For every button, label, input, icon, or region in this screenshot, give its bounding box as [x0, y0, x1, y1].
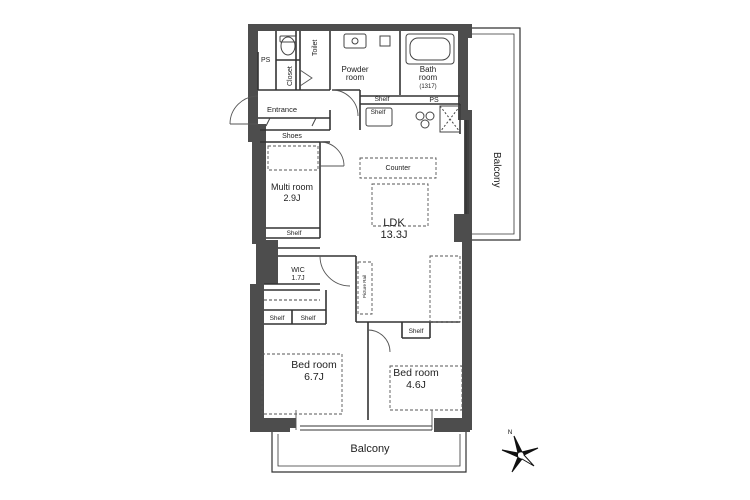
label-shelf-bed1-a: Shelf	[270, 315, 285, 322]
label-ps-top: PS	[261, 57, 271, 64]
label-ldk-2: 13.3J	[381, 229, 408, 241]
label-shelf-multi: Shelf	[287, 230, 302, 237]
label-multi-1: Multi room	[271, 182, 313, 192]
label-entrance: Entrance	[267, 105, 297, 114]
label-bed1-2: 6.7J	[304, 371, 324, 383]
label-powder-2: room	[346, 73, 365, 82]
label-bath-1: Bath	[420, 65, 436, 74]
label-shelf-bed2: Shelf	[409, 328, 424, 335]
label-bed2-1: Bed room	[393, 367, 439, 379]
label-counter: Counter	[386, 165, 412, 172]
label-shelf-kitchen: Shelf	[371, 109, 386, 116]
label-bed1-1: Bed room	[291, 359, 337, 371]
label-balcony-right: Balcony	[491, 152, 502, 188]
dashed-furniture	[261, 145, 463, 415]
door-swings	[229, 69, 433, 430]
compass-icon: N	[501, 430, 539, 473]
label-shelf-bed1-b: Shelf	[301, 315, 316, 322]
label-balcony-bottom: Balcony	[350, 443, 390, 455]
fixtures	[264, 33, 461, 301]
label-wic-1: WIC	[291, 267, 305, 274]
label-bed2-2: 4.6J	[406, 379, 426, 391]
label-multi-2: 2.9J	[283, 193, 300, 203]
label-closet: Closet	[287, 66, 294, 86]
label-powder-1: Powder	[341, 65, 368, 74]
balcony-bottom-outline	[271, 432, 467, 473]
label-toilet: Toilet	[312, 40, 319, 56]
label-ldk-1: LDK	[383, 217, 405, 229]
label-bath-2: room	[419, 73, 438, 82]
label-bath-3: (1317)	[419, 84, 436, 90]
label-shoes: Shoes	[282, 133, 302, 140]
label-wic-2: 1.7J	[291, 275, 304, 282]
label-picture-rail: Picture Rail	[362, 275, 367, 298]
windows	[300, 120, 469, 431]
balcony-right-outline	[466, 27, 521, 241]
interior-walls	[257, 31, 467, 420]
label-ps-mid: PS	[429, 97, 439, 104]
label-shelf-powder: Shelf	[375, 96, 390, 103]
compass-north-label: N	[508, 430, 512, 436]
